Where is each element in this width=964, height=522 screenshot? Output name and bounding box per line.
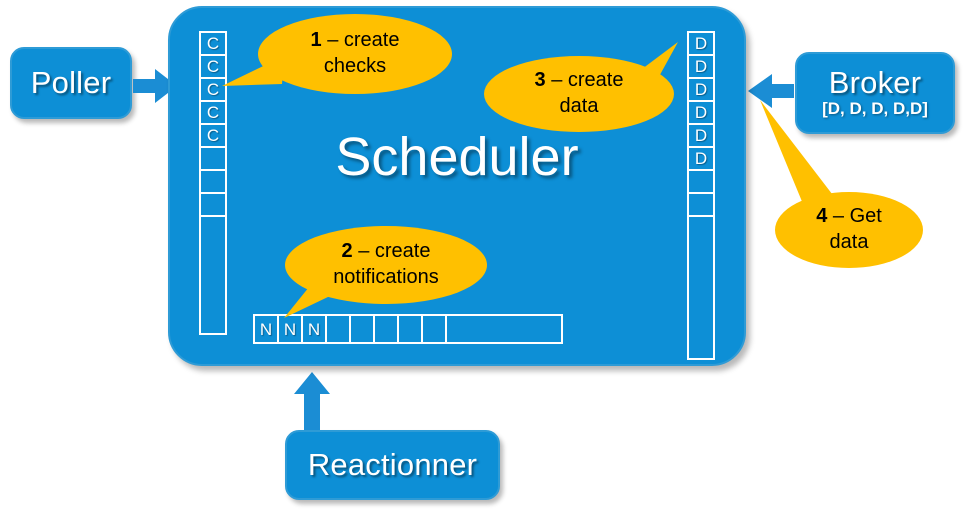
queue-cell: D bbox=[687, 146, 715, 171]
callout-4-line2: data bbox=[829, 231, 869, 253]
queue-cell-tail bbox=[687, 215, 715, 360]
callout-1: 1 – create checks bbox=[258, 14, 452, 94]
queue-cell: C bbox=[199, 123, 227, 148]
callout-2: 2 – create notifications bbox=[285, 226, 487, 304]
callout-1-number: 1 bbox=[310, 29, 322, 52]
queue-cell: C bbox=[199, 100, 227, 125]
callout-2-number: 2 bbox=[341, 240, 353, 263]
callout-3-line2: data bbox=[559, 95, 599, 117]
queue-cell: D bbox=[687, 31, 715, 56]
callout-3-text: 3 – create data bbox=[535, 68, 624, 119]
queue-cell: D bbox=[687, 123, 715, 148]
arrow-reactionner-to-scheduler bbox=[294, 372, 330, 430]
callout-4-number: 4 bbox=[816, 205, 828, 228]
broker-title: Broker bbox=[828, 64, 922, 100]
queue-cell bbox=[373, 314, 399, 344]
callout-4-text: 4 – Get data bbox=[816, 204, 882, 255]
callout-4-dash: – bbox=[832, 205, 844, 228]
queue-cell: D bbox=[687, 77, 715, 102]
queue-cell: D bbox=[687, 54, 715, 79]
callout-3-number: 3 bbox=[534, 69, 546, 92]
callout-4-tail bbox=[760, 100, 852, 220]
queue-cell: D bbox=[687, 100, 715, 125]
callout-2-text: 2 – create notifications bbox=[333, 239, 439, 290]
callout-1-line2: checks bbox=[323, 55, 387, 77]
data-queue: D D D D D D bbox=[687, 31, 715, 360]
checks-queue: C C C C C bbox=[199, 31, 227, 335]
poller-node[interactable]: Poller bbox=[10, 47, 132, 119]
callout-2-line1: create bbox=[374, 240, 431, 263]
reactionner-title: Reactionner bbox=[307, 446, 478, 482]
queue-cell bbox=[687, 169, 715, 194]
queue-cell bbox=[397, 314, 423, 344]
callout-2-line2: notifications bbox=[333, 266, 439, 288]
broker-subtitle: [D, D, D, D,D] bbox=[822, 99, 928, 119]
queue-cell-tail bbox=[199, 215, 227, 335]
callout-1-text: 1 – create checks bbox=[311, 28, 400, 79]
queue-cell bbox=[199, 146, 227, 171]
queue-cell-tail bbox=[445, 314, 563, 344]
queue-cell bbox=[199, 192, 227, 217]
arrow-poller-to-scheduler bbox=[133, 69, 177, 103]
callout-1-line1: create bbox=[343, 29, 400, 52]
queue-cell: N bbox=[253, 314, 279, 344]
queue-cell bbox=[199, 169, 227, 194]
reactionner-node[interactable]: Reactionner bbox=[285, 430, 500, 500]
callout-2-dash: – bbox=[358, 240, 370, 263]
scheduler-title: Scheduler bbox=[335, 127, 579, 187]
callout-3-line1: create bbox=[567, 69, 624, 92]
callout-3-dash: – bbox=[551, 69, 563, 92]
arrow-broker-to-scheduler bbox=[748, 74, 794, 108]
queue-cell bbox=[349, 314, 375, 344]
queue-cell bbox=[421, 314, 447, 344]
queue-cell bbox=[687, 192, 715, 217]
broker-node[interactable]: Broker [D, D, D, D,D] bbox=[795, 52, 955, 134]
callout-3: 3 – create data bbox=[484, 56, 674, 132]
poller-title: Poller bbox=[30, 64, 112, 100]
callout-1-dash: – bbox=[327, 29, 339, 52]
callout-4-line1: Get bbox=[849, 205, 882, 228]
callout-4: 4 – Get data bbox=[775, 192, 923, 268]
